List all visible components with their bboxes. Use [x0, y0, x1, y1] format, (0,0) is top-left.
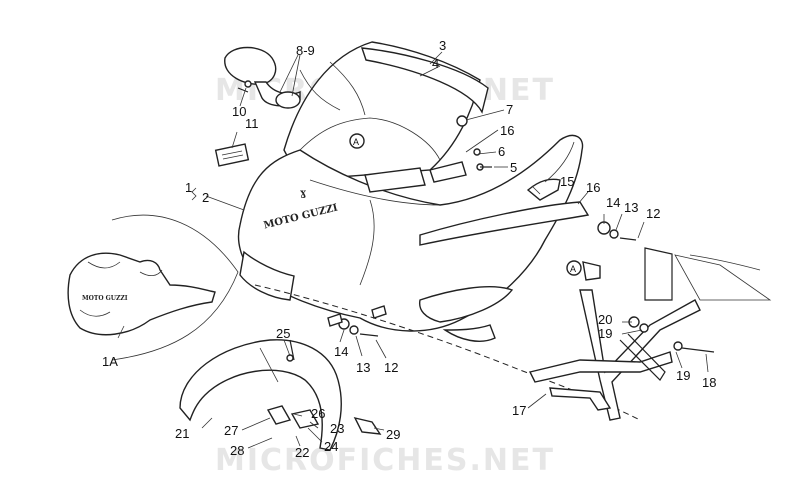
callout-13-lower: 13 [356, 360, 370, 375]
watermark-bottom: MICROFICHES.NET [215, 443, 555, 478]
callout-28: 28 [230, 443, 244, 458]
inset-fairing-1a: MOTO GUZZI [67, 214, 239, 361]
inset-logo: MOTO GUZZI [82, 295, 128, 302]
callout-23: 23 [330, 421, 344, 436]
callout-26: 26 [311, 406, 325, 421]
callout-brace [191, 187, 197, 201]
callout-10: 10 [232, 104, 246, 119]
callout-19-left: 19 [598, 326, 612, 341]
callout-14-lower: 14 [334, 344, 348, 359]
callout-16-right: 16 [586, 180, 600, 195]
callout-12-lower: 12 [384, 360, 398, 375]
callout-8-9: 8-9 [296, 43, 315, 58]
callout-1: 1 [185, 180, 192, 195]
leader-lines [117, 51, 709, 449]
fasteners: A [244, 80, 715, 362]
callout-22: 22 [295, 445, 309, 460]
bracket-ref-marker: A [570, 264, 576, 274]
callout-4: 4 [432, 56, 439, 71]
callout-21: 21 [175, 426, 189, 441]
callout-16-upper: 16 [500, 123, 514, 138]
callout-29: 29 [386, 427, 400, 442]
rear-view-mirror [224, 46, 301, 109]
callout-12-upper: 12 [646, 206, 660, 221]
callout-13-upper: 13 [624, 200, 638, 215]
callout-19-right: 19 [676, 368, 690, 383]
warning-decal [214, 143, 250, 167]
callout-7: 7 [506, 102, 513, 117]
callout-5: 5 [510, 160, 517, 175]
callout-1a: 1A [102, 354, 118, 369]
callout-24: 24 [324, 439, 338, 454]
windscreen [283, 41, 489, 181]
dashed-mount-line [254, 284, 641, 421]
callout-6: 6 [498, 144, 505, 159]
callout-2: 2 [202, 190, 209, 205]
eagle-emblem: ɣ [300, 188, 306, 199]
front-mudguard [179, 339, 382, 451]
callout-20: 20 [598, 312, 612, 327]
callout-18: 18 [702, 375, 716, 390]
callout-labels: 1 2 1A 3 4 5 6 7 8-9 10 11 12 13 14 15 1… [102, 38, 716, 460]
callout-27: 27 [224, 423, 238, 438]
callout-14-upper: 14 [606, 195, 620, 210]
callout-17: 17 [512, 403, 526, 418]
windscreen-ref-marker: A [353, 137, 359, 147]
fairing-bracket: A [526, 141, 772, 421]
callout-3: 3 [439, 38, 446, 53]
callout-11: 11 [245, 116, 259, 131]
callout-15: 15 [560, 174, 574, 189]
callout-25: 25 [276, 326, 290, 341]
front-fairing: MOTO GUZZI ɣ [237, 117, 590, 342]
